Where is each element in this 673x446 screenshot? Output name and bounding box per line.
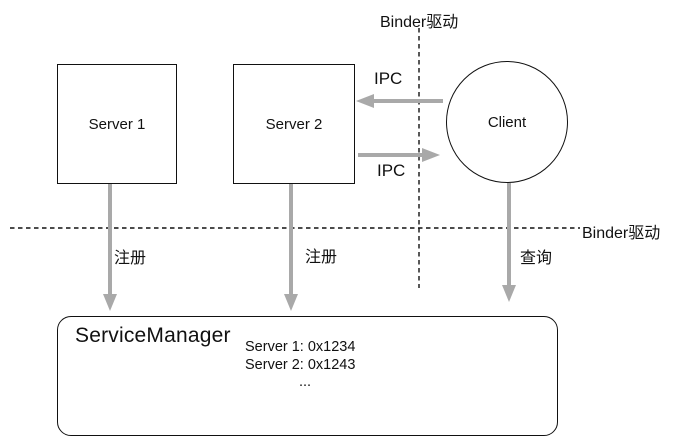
ipc-arrow-server2-to-client bbox=[358, 148, 440, 162]
registry-entry: Server 2: 0x1243 bbox=[245, 356, 356, 373]
register-arrow-server1 bbox=[103, 184, 117, 311]
server2-box: Server 2 bbox=[233, 64, 355, 184]
query-label: 查询 bbox=[520, 250, 553, 267]
server1-box: Server 1 bbox=[57, 64, 177, 184]
binder-driver-right-label: Binder驱动 bbox=[582, 225, 661, 242]
server2-label: Server 2 bbox=[265, 115, 323, 133]
binder-driver-top-label: Binder驱动 bbox=[380, 14, 459, 31]
client-label: Client bbox=[487, 113, 527, 131]
registry-entry: Server 1: 0x1234 bbox=[245, 339, 356, 355]
ipc-label-top: IPC bbox=[374, 69, 403, 88]
service-manager-label: ServiceManager bbox=[75, 324, 231, 347]
registry-entries: Server 1: 0x1234 Server 2: 0x1243 ... bbox=[245, 339, 365, 392]
query-arrow-client bbox=[502, 183, 516, 302]
register-arrow-server2 bbox=[284, 184, 298, 311]
ipc-label-bottom: IPC bbox=[377, 161, 406, 180]
service-manager-box bbox=[57, 316, 558, 436]
server1-label: Server 1 bbox=[88, 115, 146, 133]
ipc-arrow-client-to-server2 bbox=[356, 94, 443, 108]
register-label-server2: 注册 bbox=[305, 249, 338, 266]
client-circle: Client bbox=[446, 61, 568, 183]
register-label-server1: 注册 bbox=[114, 250, 147, 267]
registry-ellipsis: ... bbox=[298, 374, 312, 390]
